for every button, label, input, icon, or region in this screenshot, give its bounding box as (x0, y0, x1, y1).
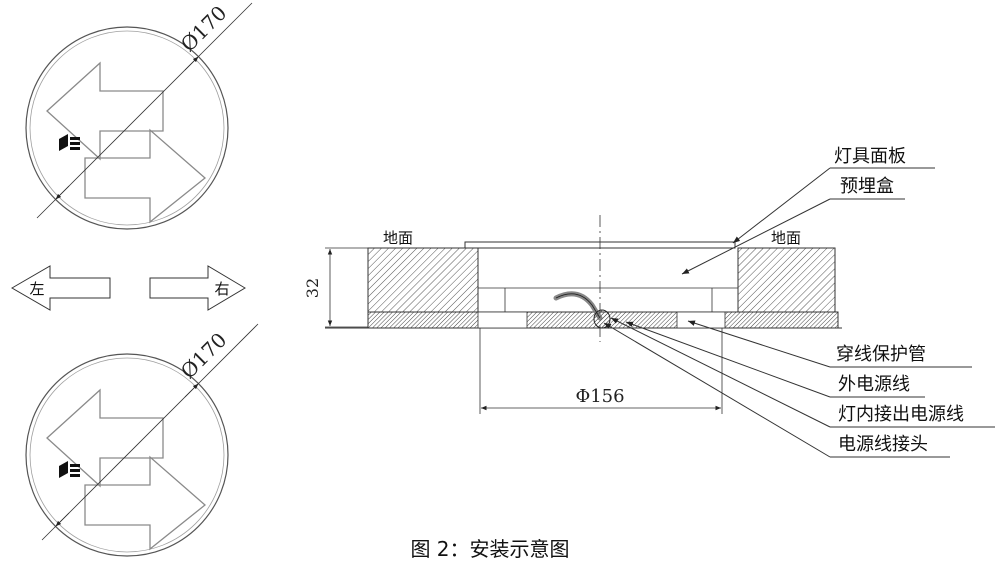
brand-logo (59, 461, 80, 478)
callout-embedded-box: 预埋盒 (681, 176, 905, 275)
callout-conduit: 穿线保护管 (687, 320, 972, 368)
ground-right-block (737, 247, 836, 313)
callout-wire-connector: 电源线接头 (603, 322, 950, 458)
callout-panel: 灯具面板 (732, 146, 935, 244)
lower-diameter-arrow-2 (55, 512, 70, 527)
cross-section-view: 地面 地面 32 Φ156 灯具面板 预埋盒 (303, 146, 995, 458)
ground-left-block (367, 247, 479, 313)
upper-left-arrow-icon (46, 61, 164, 161)
lamp-wire-core (555, 293, 601, 319)
callout-external-wire: 外电源线 (625, 321, 925, 398)
upper-diameter-arrow-2 (55, 185, 70, 200)
left-direction-label: 左 (29, 280, 44, 298)
right-direction-label: 右 (214, 280, 229, 298)
lower-diameter-arrow-1 (184, 383, 199, 398)
upper-diameter-label: Ø170 (176, 1, 232, 57)
upper-outer-circle (25, 26, 229, 230)
upper-diameter-line (36, 2, 253, 219)
direction-arrows: 左 右 (11, 265, 246, 311)
upper-top-view: Ø170 (25, 1, 253, 230)
upper-right-arrow-icon (84, 128, 207, 224)
lower-inner-circle (29, 357, 225, 553)
lower-outer-circle (25, 353, 229, 557)
lower-left-arrow-icon (46, 388, 164, 488)
depth-dimension-label: 32 (303, 278, 322, 298)
lower-top-view: Ø170 (25, 323, 259, 557)
left-direction-arrow-icon (11, 265, 111, 311)
callout-internal-wire-label: 灯内接出电源线 (838, 404, 964, 425)
upper-inner-circle (29, 30, 225, 226)
lower-diameter-label: Ø170 (176, 328, 232, 384)
callout-internal-wire: 灯内接出电源线 (610, 317, 995, 428)
callout-external-wire-label: 外电源线 (838, 374, 910, 395)
callout-embedded-box-label: 预埋盒 (840, 176, 894, 197)
callout-wire-connector-label: 电源线接头 (838, 434, 928, 455)
callout-conduit-label: 穿线保护管 (836, 344, 926, 365)
callout-panel-label: 灯具面板 (834, 146, 906, 167)
box-foot-left (477, 311, 528, 329)
brand-logo (59, 134, 80, 151)
width-dimension-label: Φ156 (575, 386, 624, 407)
lower-diameter-line (41, 323, 259, 541)
ground-right-label: 地面 (771, 229, 801, 247)
ground-left-label: 地面 (383, 229, 413, 247)
right-direction-arrow-icon (149, 265, 246, 311)
upper-diameter-arrow-1 (184, 56, 199, 71)
lower-right-arrow-icon (84, 455, 207, 551)
figure-caption: 图 2：安装示意图 (410, 537, 569, 561)
